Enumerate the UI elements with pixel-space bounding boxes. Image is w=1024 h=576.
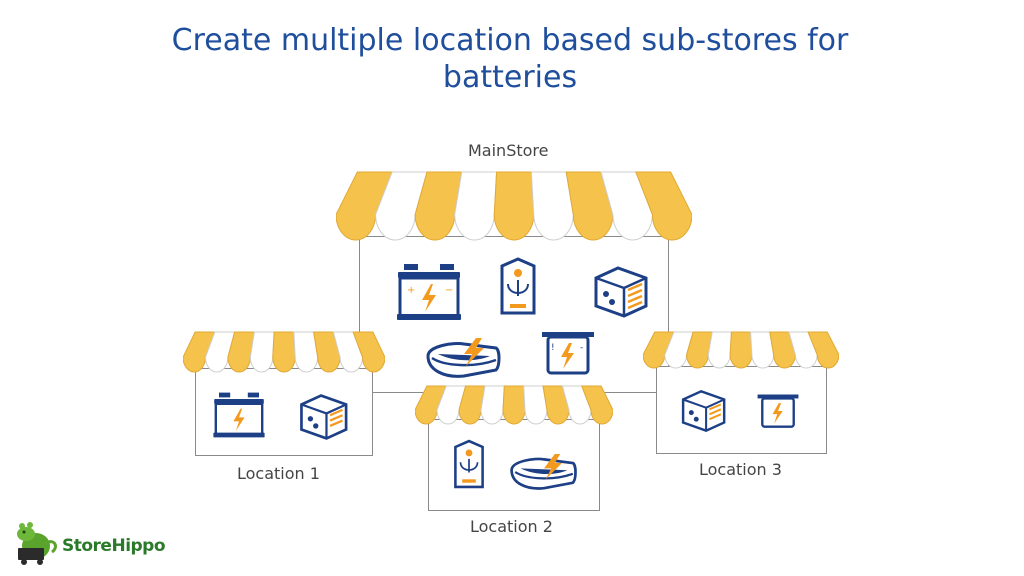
battery-icon: ! - bbox=[540, 330, 596, 376]
location-1-awning bbox=[183, 330, 385, 374]
main-store-awning-graphic bbox=[336, 171, 692, 241]
awning-stripe bbox=[707, 331, 732, 369]
svg-text:+: + bbox=[407, 285, 415, 296]
main-store-label: MainStore bbox=[468, 141, 549, 160]
tubular-battery-icon bbox=[508, 452, 580, 492]
awning-stripe bbox=[480, 385, 505, 425]
car-battery-icon bbox=[210, 391, 268, 439]
awning-stripe bbox=[493, 171, 535, 241]
location-3-label: Location 3 bbox=[699, 460, 782, 479]
location-1-awning-graphic bbox=[183, 331, 385, 373]
awning-stripe bbox=[530, 171, 574, 241]
awning-stripe bbox=[565, 171, 614, 241]
awning-stripe bbox=[454, 171, 498, 241]
awning-stripe bbox=[272, 331, 296, 373]
hippo-mascot-icon bbox=[17, 522, 57, 565]
battery-icon bbox=[756, 392, 800, 430]
awning-stripe bbox=[807, 331, 839, 369]
awning-stripe bbox=[249, 331, 275, 373]
slide-title: Create multiple location based sub-store… bbox=[120, 22, 900, 96]
inverter-icon bbox=[498, 256, 538, 316]
location-1-label: Location 1 bbox=[237, 464, 320, 483]
slide-title-line-2: batteries bbox=[442, 60, 578, 95]
awning-stripe bbox=[502, 385, 526, 425]
awning-stripe bbox=[375, 171, 428, 241]
awning-stripe bbox=[352, 331, 385, 373]
slide-title-line-1: Create multiple location based sub-store… bbox=[171, 23, 849, 58]
ups-icon bbox=[294, 392, 350, 442]
main-store-awning bbox=[336, 170, 692, 242]
awning-stripe bbox=[729, 331, 753, 369]
svg-text:-: - bbox=[580, 343, 583, 353]
storehippo-brand-name: StoreHippo bbox=[62, 536, 166, 556]
awning-stripe bbox=[635, 171, 692, 241]
location-2-awning-graphic bbox=[415, 385, 613, 425]
location-3-awning-graphic bbox=[643, 331, 839, 369]
awning-stripe bbox=[336, 171, 393, 241]
awning-stripe bbox=[414, 171, 463, 241]
ups-icon bbox=[588, 264, 650, 320]
location-2-label: Location 2 bbox=[470, 517, 553, 536]
storehippo-logo bbox=[12, 520, 187, 566]
tubular-battery-icon bbox=[424, 336, 504, 380]
location-2-awning bbox=[415, 384, 613, 426]
car-battery-icon: + − bbox=[394, 262, 464, 322]
svg-text:−: − bbox=[445, 285, 453, 296]
awning-stripe bbox=[581, 385, 613, 425]
location-3-awning bbox=[643, 330, 839, 370]
inverter-icon bbox=[452, 436, 486, 492]
ups-icon bbox=[676, 388, 728, 434]
awning-stripe bbox=[600, 171, 653, 241]
svg-text:!: ! bbox=[551, 343, 555, 353]
